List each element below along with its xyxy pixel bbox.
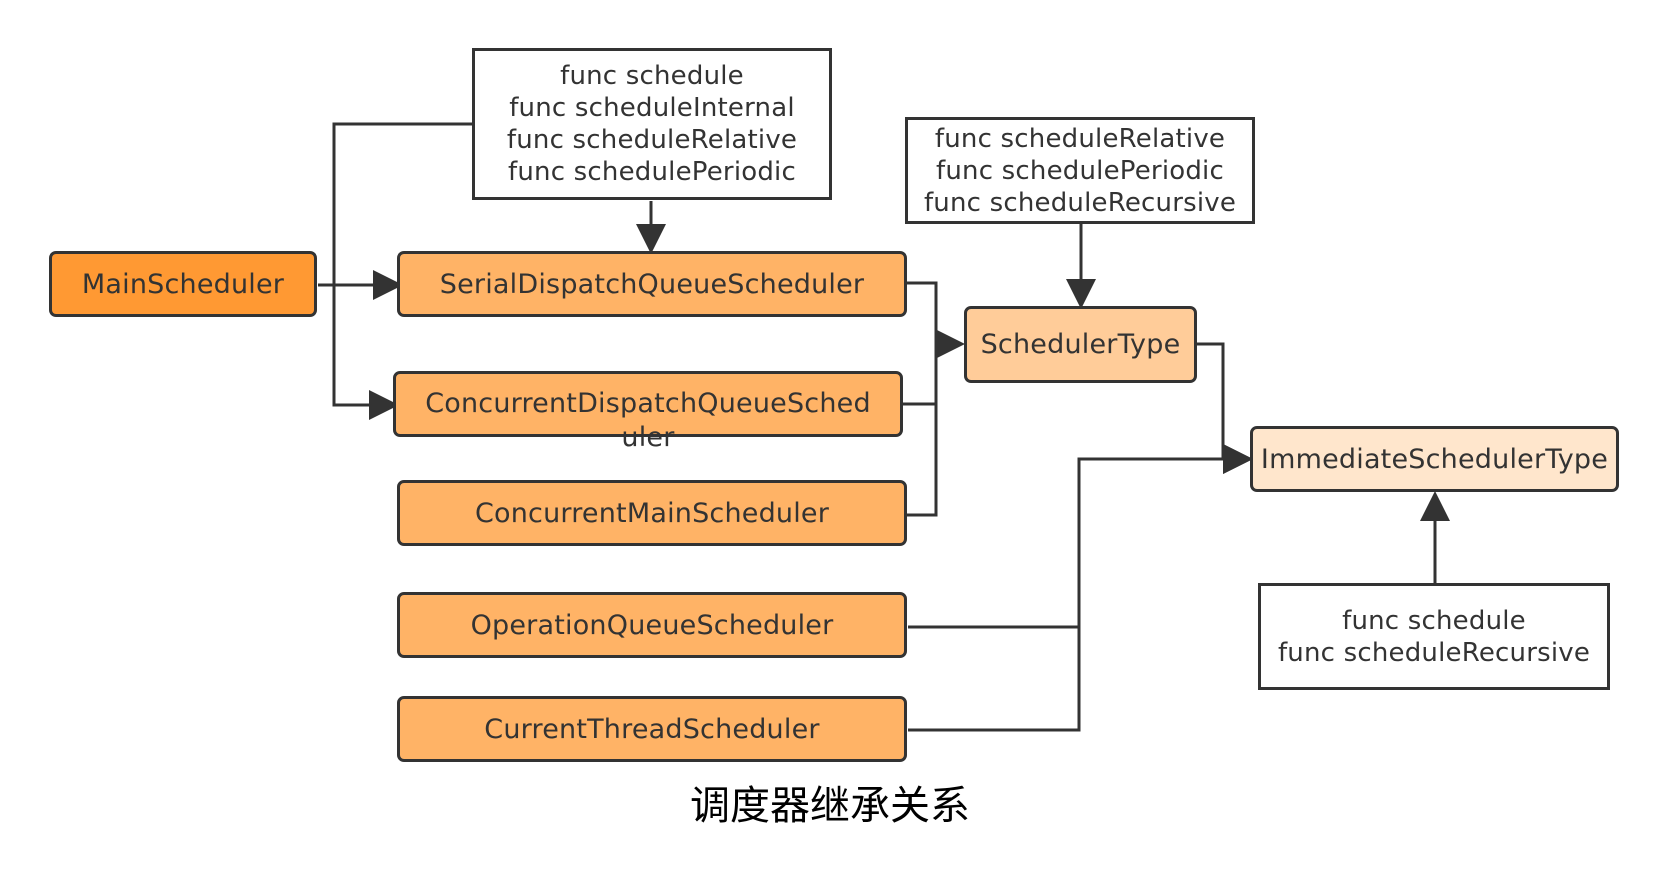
concurrent-dispatch-label: ConcurrentDispatchQueueScheduler: [425, 388, 871, 453]
scheduler-type-note-line: func schedulePeriodic: [936, 155, 1224, 186]
scheduler-type-label: SchedulerType: [980, 329, 1181, 360]
serial-note-line: func schedule: [560, 61, 744, 91]
immediate-methods-note: func schedule func scheduleRecursive: [1258, 583, 1610, 690]
serial-note-line: func schedulePeriodic: [508, 157, 796, 187]
operation-queue-label: OperationQueueScheduler: [470, 609, 834, 641]
scheduler-type-note-line: func scheduleRelative: [934, 123, 1226, 154]
immediate-scheduler-type-label: ImmediateSchedulerType: [1260, 443, 1609, 475]
main-scheduler-node: MainScheduler: [49, 251, 317, 317]
scheduler-type-node: SchedulerType: [964, 306, 1197, 383]
edge-schedulertype-to-immediate: [1197, 342, 1253, 474]
immediate-note-line: func schedule: [1342, 605, 1526, 636]
concurrent-main-label: ConcurrentMainScheduler: [474, 497, 830, 529]
edge-main-to-concurrent: [332, 122, 475, 420]
concurrent-main-node: ConcurrentMainScheduler: [397, 480, 907, 546]
main-scheduler-label: MainScheduler: [81, 268, 285, 300]
serial-dispatch-node: SerialDispatchQueueScheduler: [397, 251, 907, 317]
concurrent-dispatch-node: ConcurrentDispatchQueueScheduler: [393, 371, 903, 453]
diagram-caption: 调度器继承关系: [690, 783, 970, 829]
current-thread-node: CurrentThreadScheduler: [397, 696, 907, 762]
serial-note-line: func scheduleInternal: [509, 93, 795, 123]
edge-serial-to-schedulertype: [907, 281, 938, 517]
serial-methods-note: func schedule func scheduleInternal func…: [472, 48, 832, 200]
scheduler-type-methods-note: func scheduleRelative func schedulePerio…: [905, 117, 1255, 224]
serial-dispatch-label: SerialDispatchQueueScheduler: [439, 268, 865, 300]
operation-queue-node: OperationQueueScheduler: [397, 592, 907, 658]
scheduler-type-note-line: func scheduleRecursive: [923, 187, 1237, 218]
immediate-note-line: func scheduleRecursive: [1277, 637, 1591, 668]
immediate-scheduler-type-node: ImmediateSchedulerType: [1250, 426, 1619, 492]
edge-operation-current-to-immediate: [908, 459, 1250, 732]
current-thread-label: CurrentThreadScheduler: [484, 713, 820, 745]
serial-note-line: func scheduleRelative: [506, 125, 798, 155]
